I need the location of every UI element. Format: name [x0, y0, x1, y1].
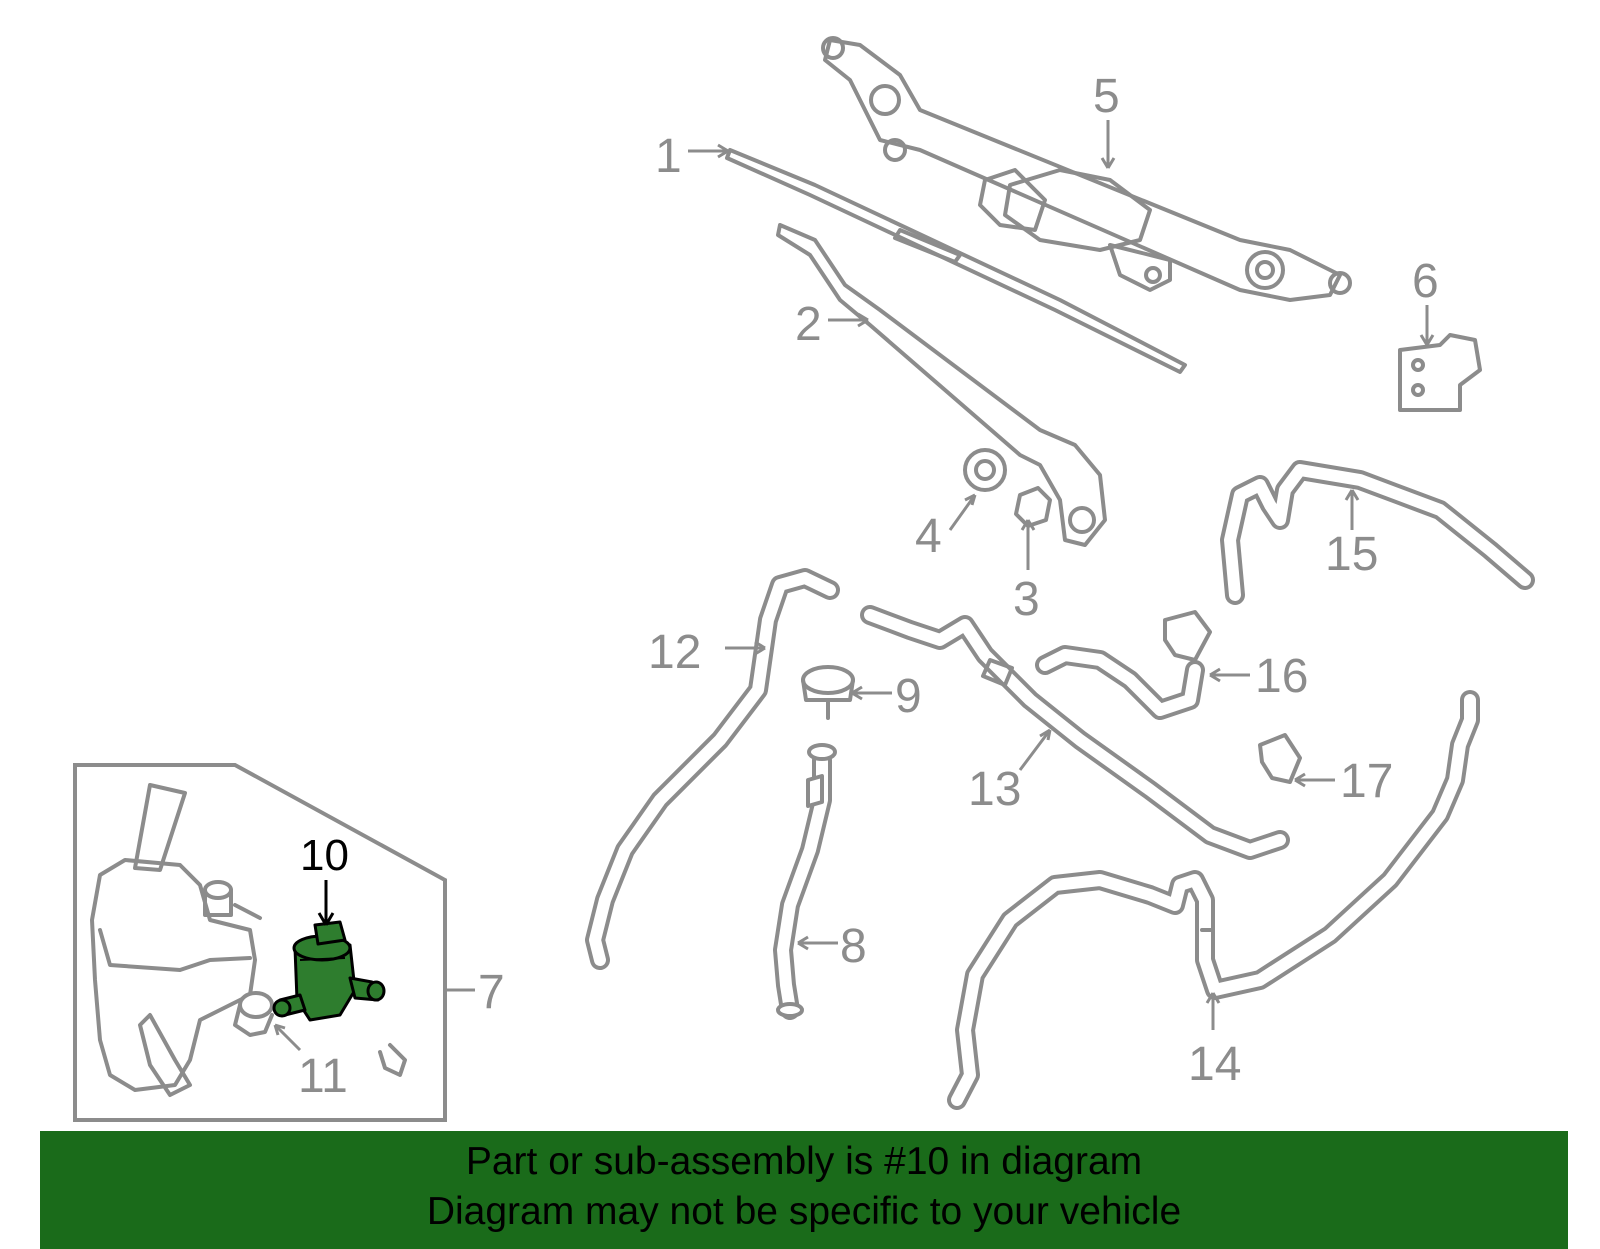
filler-neck: [773, 743, 837, 1020]
wiper-blade: [725, 148, 1187, 374]
callout-9: 9: [895, 670, 922, 723]
info-banner: Part or sub-assembly is #10 in diagram D…: [40, 1131, 1568, 1249]
callout-8: 8: [840, 920, 867, 973]
callout-7: 7: [478, 966, 505, 1019]
washer-nozzle: [1258, 733, 1302, 784]
callout-3: 3: [1013, 573, 1040, 626]
grommet: [233, 991, 274, 1037]
callout-15: 15: [1325, 528, 1378, 581]
callout-16: 16: [1255, 650, 1308, 703]
bracket: [1398, 333, 1482, 412]
callout-5: 5: [1093, 70, 1120, 123]
callout-17: 17: [1340, 755, 1393, 808]
hose-14: [947, 690, 1480, 1110]
banner-line-2: Diagram may not be specific to your vehi…: [426, 1190, 1182, 1233]
nut: [1014, 486, 1052, 528]
banner-line-1: Part or sub-assembly is #10 in diagram: [465, 1140, 1143, 1183]
callout-13: 13: [968, 763, 1021, 816]
washer-pump-highlighted: [272, 920, 386, 1022]
callout-12: 12: [648, 626, 701, 679]
callout-4: 4: [915, 510, 942, 563]
hose-12: [585, 568, 840, 970]
callout-11: 11: [298, 1050, 348, 1103]
wiper-linkage-assembly: [821, 36, 1352, 302]
callout-2: 2: [795, 298, 822, 351]
wiper-arm: [776, 223, 1107, 547]
hose-15: [1220, 460, 1535, 605]
callout-6: 6: [1412, 255, 1439, 308]
filler-cap: [801, 665, 855, 720]
leader-lines: [273, 120, 1435, 1052]
callout-numbers: 1 2 3 4 5 6 7 8 9 10 11 12 13 14 15 16 1…: [298, 70, 1439, 1103]
hose-13: [860, 605, 1290, 860]
washer: [963, 448, 1007, 492]
callout-10: 10: [300, 831, 349, 880]
callout-14: 14: [1188, 1038, 1241, 1091]
callout-1: 1: [655, 130, 682, 183]
hose-16: [1035, 610, 1212, 720]
reservoir-inset: [73, 763, 447, 1122]
